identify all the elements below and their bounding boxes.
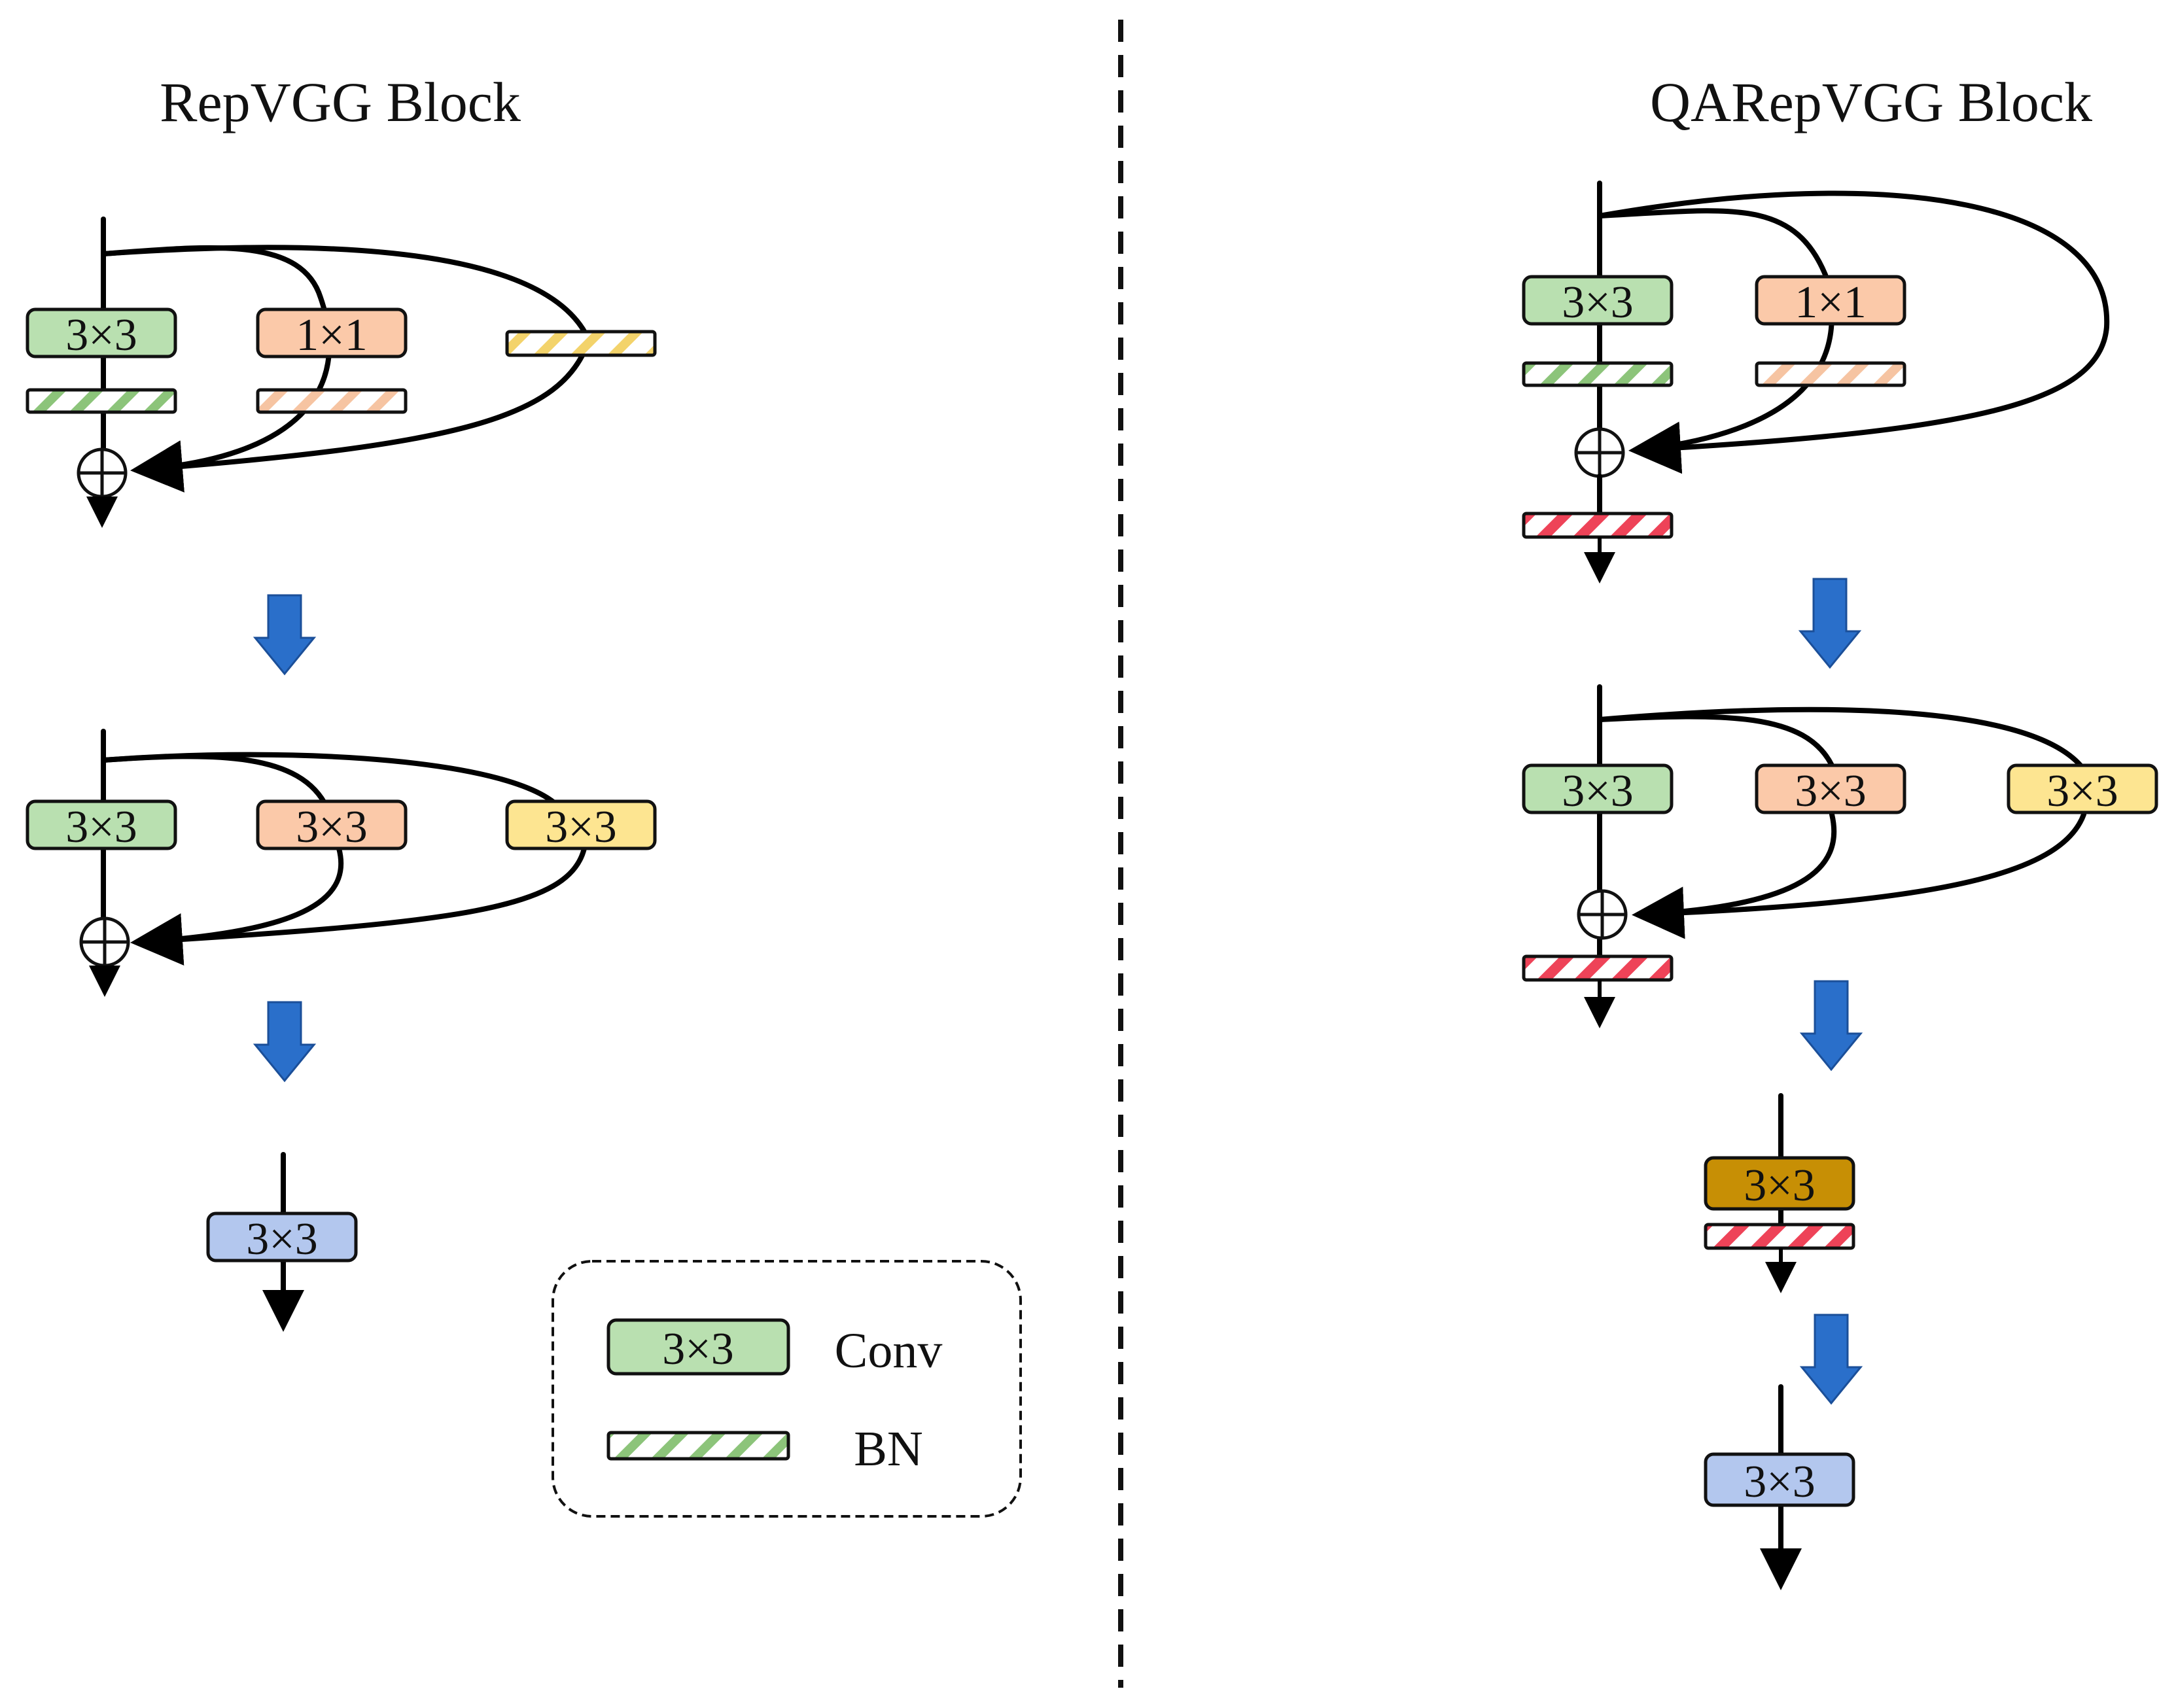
- plus-circle-icon: [1574, 427, 1625, 478]
- right-s2-conv-b: [1755, 763, 1906, 814]
- left-s1-conv1x1-label: 1×1: [296, 310, 367, 360]
- right-s1-bn-post: [1522, 512, 1674, 539]
- plus-circle-icon: [1577, 889, 1628, 940]
- down-arrow-icon: [253, 594, 317, 676]
- right-stage4: 3×3: [1704, 1384, 1855, 1590]
- right-s3-conv-fused-label: 3×3: [1744, 1160, 1815, 1211]
- plus-circle-icon: [77, 447, 128, 498]
- right-s1-conv3x3: [1522, 275, 1674, 326]
- left-s1-bn-identity: [505, 330, 657, 357]
- left-s2-conv-c: [505, 799, 657, 850]
- right-s2-conv-a-label: 3×3: [1562, 766, 1633, 816]
- right-stage1: 3×3 1×1: [1522, 181, 2110, 584]
- left-s1-bn-1x1: [256, 388, 408, 414]
- left-s1-bn-3x3: [26, 388, 177, 414]
- left-s1-conv3x3: [26, 307, 177, 358]
- legend-bn-label: BN: [854, 1421, 923, 1476]
- left-s3-conv-fused-label: 3×3: [246, 1214, 317, 1264]
- right-s1-conv1x1-label: 1×1: [1795, 277, 1866, 328]
- right-s1-conv1x1: [1755, 275, 1906, 326]
- right-s4-conv-fused: [1704, 1452, 1855, 1507]
- right-s2-conv-b-label: 3×3: [1795, 766, 1866, 816]
- right-s1-conv3x3-label: 3×3: [1562, 277, 1633, 328]
- down-arrow-icon: [1798, 578, 1862, 669]
- legend-conv-swatch-label: 3×3: [662, 1324, 733, 1374]
- right-s4-conv-fused-label: 3×3: [1744, 1457, 1815, 1507]
- right-s2-conv-a: [1522, 763, 1674, 814]
- left-s1-conv1x1: [256, 307, 408, 358]
- right-s2-conv-c: [2007, 763, 2158, 814]
- legend-conv-label: Conv: [835, 1323, 943, 1378]
- legend-bn-swatch: [606, 1431, 790, 1461]
- left-stage3: 3×3: [206, 1152, 358, 1332]
- left-s1-conv3x3-label: 3×3: [65, 310, 137, 360]
- right-s2-conv-c-label: 3×3: [2046, 766, 2118, 816]
- right-stage3: 3×3: [1704, 1093, 1855, 1293]
- legend: 3×3 Conv BN: [552, 1260, 1022, 1518]
- left-s2-conv-c-label: 3×3: [545, 802, 616, 852]
- down-arrow-icon: [1799, 980, 1863, 1072]
- left-s2-conv-b: [256, 799, 408, 850]
- right-s3-bn-post: [1704, 1223, 1855, 1250]
- legend-frame: [552, 1260, 1022, 1518]
- legend-conv-swatch: [606, 1318, 790, 1376]
- left-s2-conv-a: [26, 799, 177, 850]
- right-stage2: 3×3 3×3 3×3: [1522, 684, 2158, 1028]
- down-arrow-icon: [253, 1001, 317, 1083]
- right-s1-bn-1x1: [1755, 361, 1906, 387]
- left-stage2: 3×3 3×3 3×3: [26, 729, 657, 997]
- right-title: QARepVGG Block: [1650, 71, 2092, 133]
- down-arrow-icon: [1799, 1314, 1863, 1405]
- left-s3-conv-fused: [206, 1211, 358, 1263]
- right-s1-bn-3x3: [1522, 361, 1674, 387]
- left-s2-conv-b-label: 3×3: [296, 802, 367, 852]
- left-title: RepVGG Block: [160, 71, 521, 133]
- left-s2-conv-a-label: 3×3: [65, 802, 137, 852]
- right-s3-conv-fused: [1704, 1156, 1855, 1211]
- right-s2-bn-post: [1522, 954, 1674, 982]
- plus-circle-icon: [79, 916, 130, 967]
- left-stage1: 3×3 1×1: [26, 217, 657, 528]
